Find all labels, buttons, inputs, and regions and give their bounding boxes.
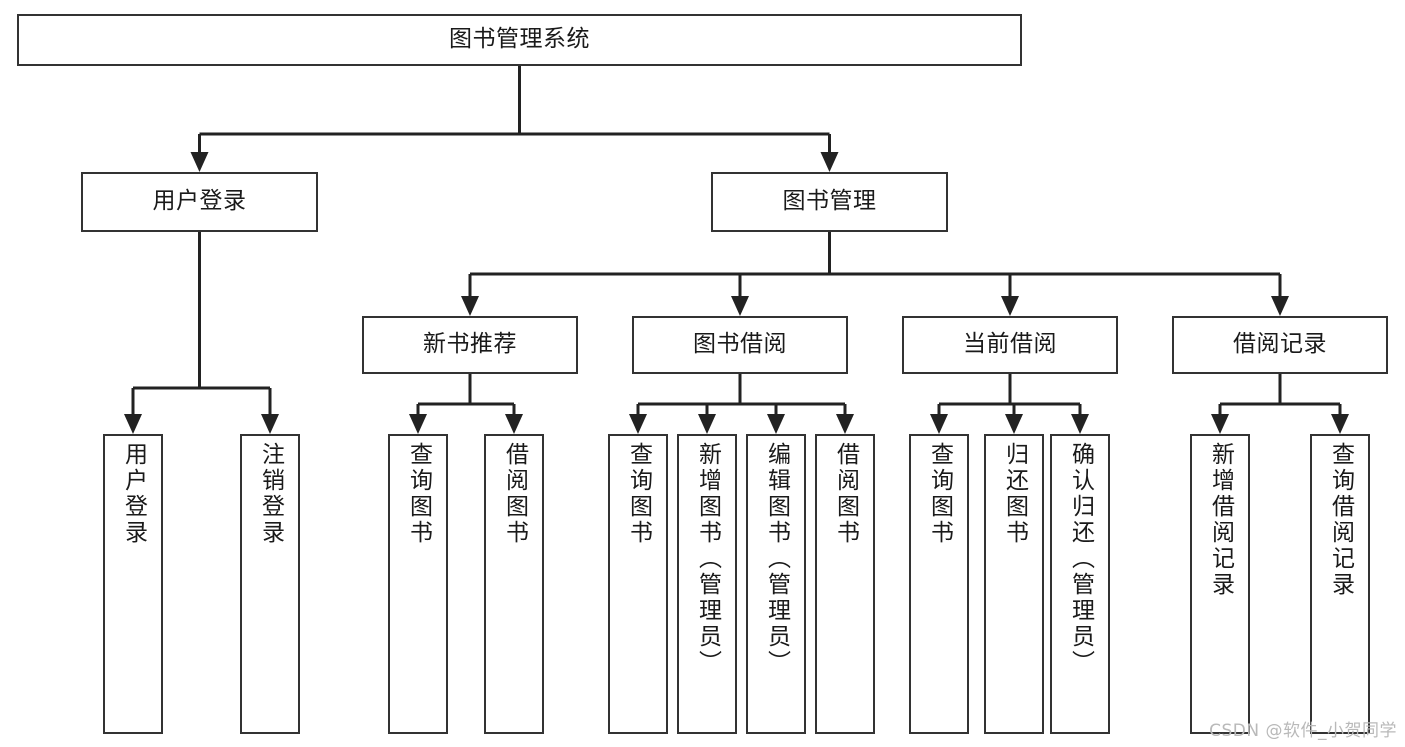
node-login-1[interactable]: 用户登录 [103,434,163,734]
node-root[interactable]: 图书管理系统 [17,14,1022,66]
node-label: 当前借阅 [963,331,1057,358]
node-label: 图书管理 [782,188,877,215]
node-login-2[interactable]: 注销登录 [240,434,300,734]
node-records[interactable]: 借阅记录 [1172,316,1388,374]
node-label: 借阅记录 [1233,331,1327,358]
node-borrow-3[interactable]: 编辑图书（管理员） [746,434,806,734]
node-current-1[interactable]: 查询图书 [909,434,969,734]
node-label: 查询图书 [405,442,432,546]
node-label: 用户登录 [152,188,247,215]
node-label: 查询借阅记录 [1327,442,1354,598]
node-label: 确认归还（管理员） [1067,442,1094,676]
node-label: 查询图书 [926,442,953,546]
node-records-2[interactable]: 查询借阅记录 [1310,434,1370,734]
node-newbook[interactable]: 新书推荐 [362,316,578,374]
node-label: 新书推荐 [423,331,517,358]
node-label: 编辑图书（管理员） [763,442,790,676]
node-bookmgmt[interactable]: 图书管理 [711,172,948,232]
node-borrow[interactable]: 图书借阅 [632,316,848,374]
node-label: 图书借阅 [693,331,787,358]
node-label: 新增借阅记录 [1207,442,1234,598]
node-label: 归还图书 [1001,442,1028,546]
node-label: 借阅图书 [501,442,528,546]
node-label: 用户登录 [120,442,147,546]
node-records-1[interactable]: 新增借阅记录 [1190,434,1250,734]
node-label: 查询图书 [625,442,652,546]
node-current-3[interactable]: 确认归还（管理员） [1050,434,1110,734]
node-login[interactable]: 用户登录 [81,172,318,232]
watermark: CSDN @软件_小贺同学 [1209,721,1397,741]
node-newbook-2[interactable]: 借阅图书 [484,434,544,734]
node-label: 借阅图书 [832,442,859,546]
node-newbook-1[interactable]: 查询图书 [388,434,448,734]
node-label: 图书管理系统 [449,26,590,53]
node-borrow-1[interactable]: 查询图书 [608,434,668,734]
node-current[interactable]: 当前借阅 [902,316,1118,374]
node-current-2[interactable]: 归还图书 [984,434,1044,734]
node-borrow-4[interactable]: 借阅图书 [815,434,875,734]
node-label: 注销登录 [257,442,284,546]
node-label: 新增图书（管理员） [694,442,721,676]
node-borrow-2[interactable]: 新增图书（管理员） [677,434,737,734]
